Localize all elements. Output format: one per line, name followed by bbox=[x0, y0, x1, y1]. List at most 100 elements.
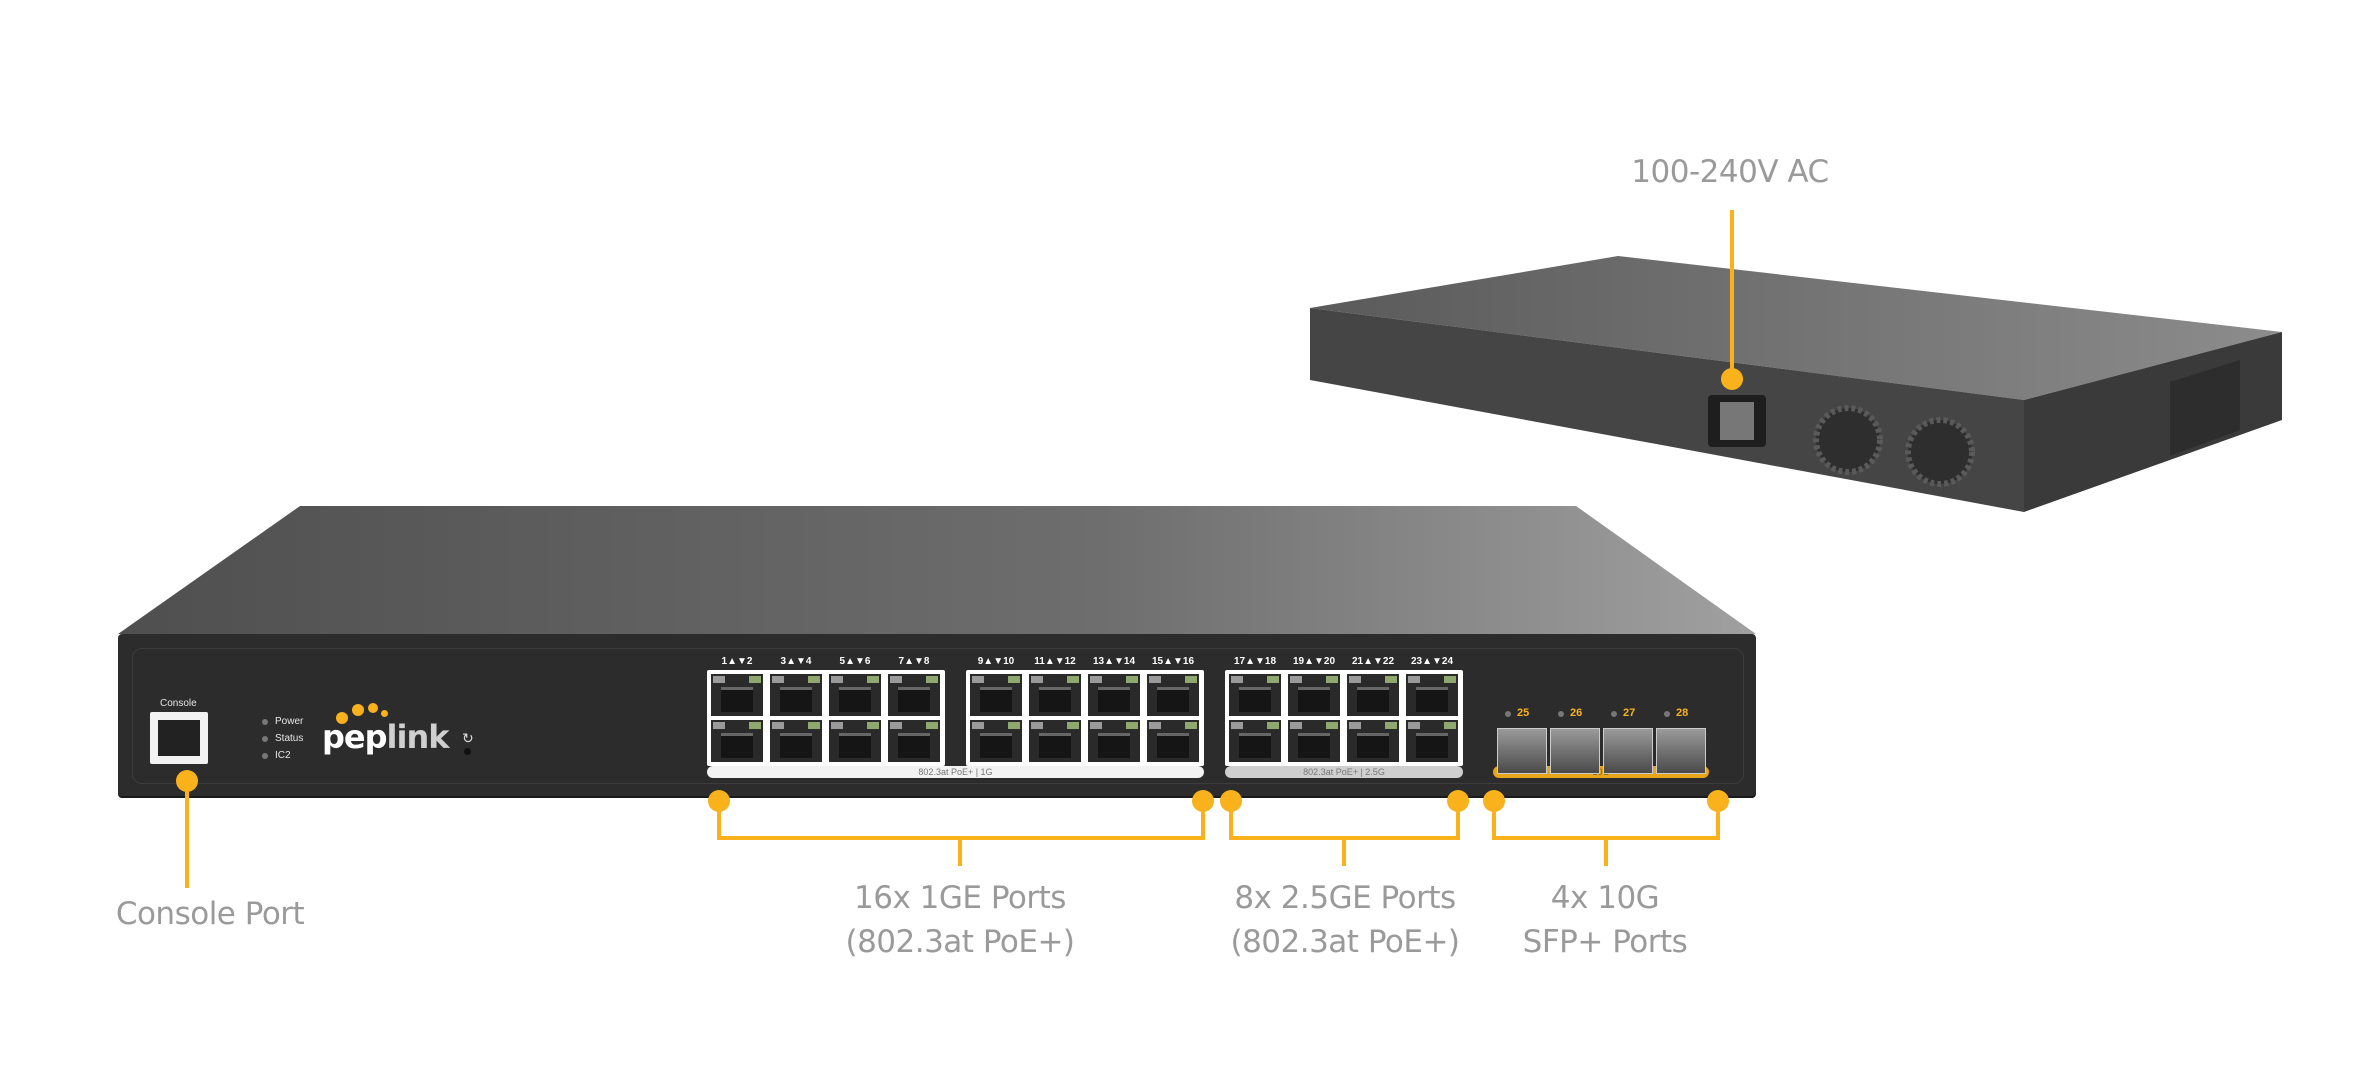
link-led bbox=[890, 676, 902, 683]
rj45-port bbox=[1147, 720, 1199, 762]
rj45-port bbox=[1088, 674, 1140, 716]
bracket-line bbox=[1201, 806, 1205, 838]
led-icon bbox=[262, 718, 268, 725]
rj45-port bbox=[1347, 720, 1399, 762]
led-ic2: IC2 bbox=[262, 750, 291, 761]
fan-1 bbox=[1813, 405, 1883, 475]
logo-dot bbox=[336, 712, 348, 724]
bracket-line bbox=[1492, 806, 1496, 838]
activity-led bbox=[1008, 722, 1020, 729]
activity-led bbox=[1067, 722, 1079, 729]
ports-2_5g-callout-label: 8x 2.5GE Ports (802.3at PoE+) bbox=[1230, 880, 1460, 960]
rj45-port bbox=[1288, 674, 1340, 716]
activity-led bbox=[926, 722, 938, 729]
rj45-port bbox=[1088, 720, 1140, 762]
link-led bbox=[972, 722, 984, 729]
logo-dot bbox=[368, 703, 378, 713]
rj45-port bbox=[1288, 720, 1340, 762]
jack-slot bbox=[1239, 687, 1271, 712]
link-led bbox=[1031, 676, 1043, 683]
activity-led bbox=[1126, 676, 1138, 683]
sfp-port bbox=[1497, 728, 1547, 774]
console-callout-line bbox=[185, 790, 189, 888]
port-pair-label: 15▲▼16 bbox=[1151, 656, 1195, 667]
console-port-label: Console bbox=[160, 698, 197, 709]
link-led bbox=[1408, 676, 1420, 683]
activity-led bbox=[1126, 722, 1138, 729]
ports-10g-callout-label: 4x 10G SFP+ Ports bbox=[1522, 880, 1688, 960]
jack-slot bbox=[721, 733, 753, 758]
rj45-port bbox=[970, 720, 1022, 762]
rj45-port bbox=[829, 674, 881, 716]
link-led bbox=[1231, 722, 1243, 729]
led-icon bbox=[262, 735, 268, 742]
rj45-port bbox=[1147, 674, 1199, 716]
link-led bbox=[1290, 676, 1302, 683]
peplink-logo: peplink bbox=[322, 718, 450, 756]
link-led bbox=[1149, 676, 1161, 683]
sfp-port-number: 28 bbox=[1676, 707, 1689, 719]
led-power: Power bbox=[262, 716, 303, 727]
jack-slot bbox=[839, 733, 871, 758]
jack-slot bbox=[1039, 733, 1071, 758]
bracket-line bbox=[1604, 838, 1608, 866]
rj45-port bbox=[711, 720, 763, 762]
link-led bbox=[713, 722, 725, 729]
rj45-port bbox=[888, 720, 940, 762]
rj45-port bbox=[829, 720, 881, 762]
activity-led bbox=[1444, 722, 1456, 729]
rj45-port bbox=[1029, 674, 1081, 716]
strip-2_5g: 802.3at PoE+ | 2.5G bbox=[1225, 766, 1463, 778]
link-led bbox=[831, 676, 843, 683]
power-callout-line bbox=[1730, 210, 1734, 378]
strip-1g: 802.3at PoE+ | 1G bbox=[707, 766, 1204, 778]
activity-led bbox=[1385, 722, 1397, 729]
jack-slot bbox=[839, 687, 871, 712]
front-panel-bezel bbox=[132, 648, 1744, 784]
bracket-line bbox=[1716, 806, 1720, 838]
activity-led bbox=[808, 722, 820, 729]
sfp-led-icon bbox=[1611, 711, 1617, 717]
link-led bbox=[1090, 722, 1102, 729]
activity-led bbox=[749, 722, 761, 729]
activity-led bbox=[749, 676, 761, 683]
jack-slot bbox=[1357, 733, 1389, 758]
bracket-line bbox=[1342, 838, 1346, 866]
reset-icon: ↻ bbox=[462, 730, 474, 746]
jack-slot bbox=[1157, 733, 1189, 758]
jack-slot bbox=[898, 733, 930, 758]
port-pair-label: 23▲▼24 bbox=[1410, 656, 1454, 667]
ports-2_5g-callout-dot-left bbox=[1220, 790, 1242, 812]
port-pair-label: 19▲▼20 bbox=[1292, 656, 1336, 667]
ports-10g-callout-dot-left bbox=[1483, 790, 1505, 812]
link-led bbox=[1349, 722, 1361, 729]
console-callout-dot bbox=[176, 770, 198, 792]
fan-2 bbox=[1905, 417, 1975, 487]
port-pair-label: 9▲▼10 bbox=[977, 656, 1015, 667]
link-led bbox=[1290, 722, 1302, 729]
jack-slot bbox=[1416, 687, 1448, 712]
power-inlet bbox=[1708, 395, 1766, 447]
logo-dot bbox=[352, 704, 364, 716]
rj45-port bbox=[770, 720, 822, 762]
bracket-line bbox=[1229, 806, 1233, 838]
sfp-port-number: 26 bbox=[1570, 707, 1583, 719]
console-callout-label: Console Port bbox=[115, 896, 305, 932]
console-port bbox=[150, 712, 208, 764]
link-led bbox=[772, 722, 784, 729]
link-led bbox=[1349, 676, 1361, 683]
sfp-port-number: 27 bbox=[1623, 707, 1636, 719]
activity-led bbox=[1326, 722, 1338, 729]
activity-led bbox=[1008, 676, 1020, 683]
sfp-port-number: 25 bbox=[1517, 707, 1530, 719]
sfp-port bbox=[1603, 728, 1653, 774]
ports-10g-callout-dot-right bbox=[1707, 790, 1729, 812]
link-led bbox=[890, 722, 902, 729]
reset-button bbox=[464, 748, 471, 755]
port-pair-label: 13▲▼14 bbox=[1092, 656, 1136, 667]
activity-led bbox=[808, 676, 820, 683]
activity-led bbox=[1444, 676, 1456, 683]
rear-top-surface bbox=[1310, 256, 2282, 400]
ports-2_5g-callout-dot-right bbox=[1447, 790, 1469, 812]
